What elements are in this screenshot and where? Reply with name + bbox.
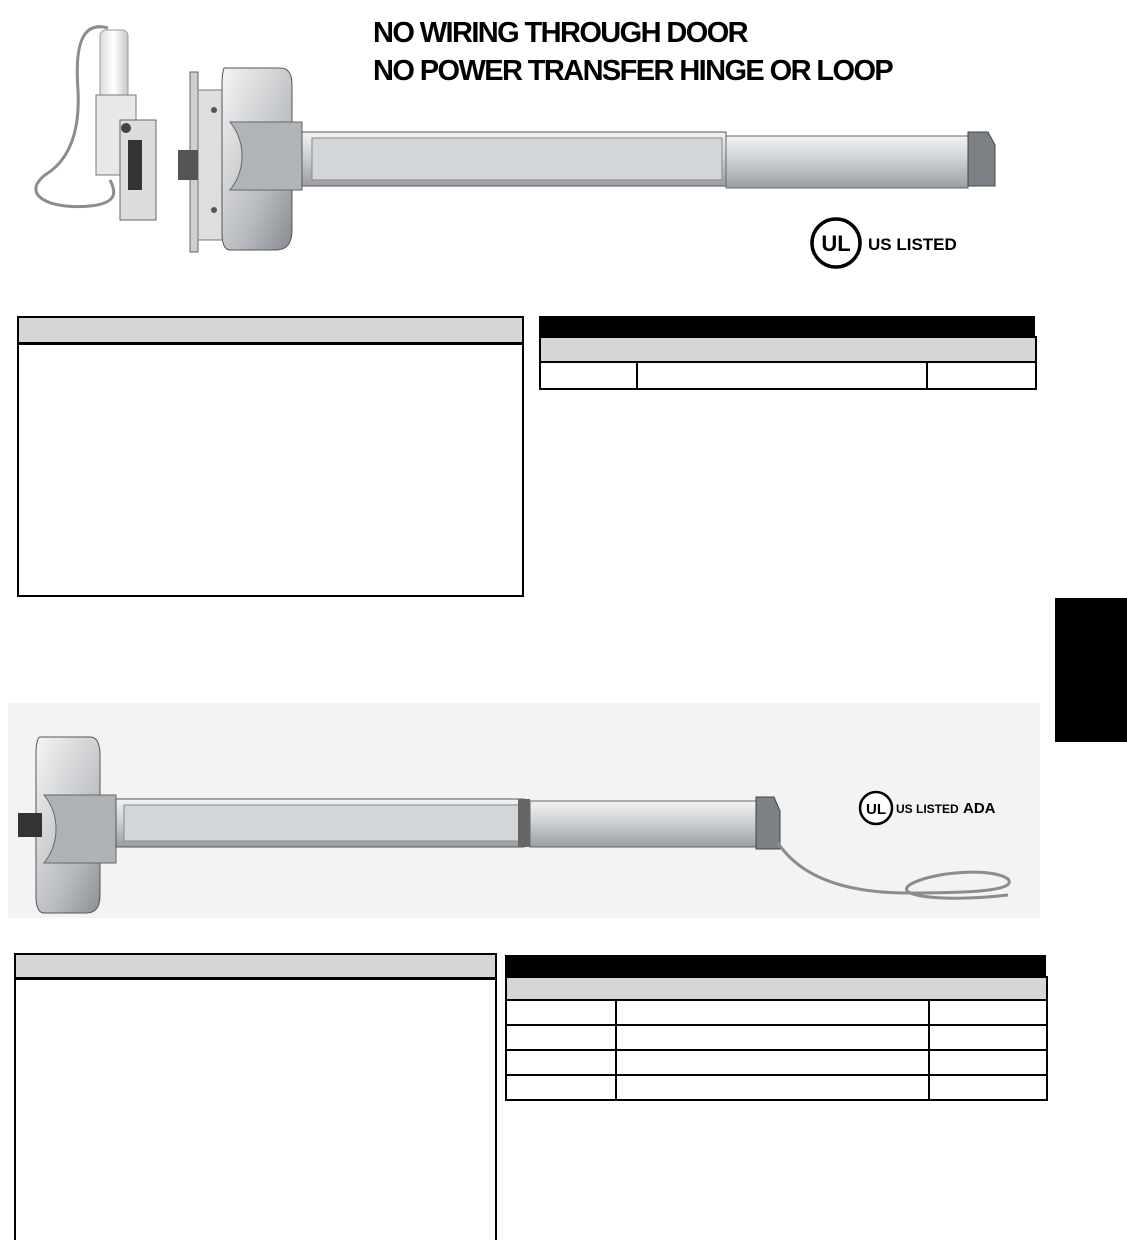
feature-panel-bottom-header xyxy=(16,955,495,980)
spec-table-bottom-header-row xyxy=(504,976,1049,1001)
headline-line-1: NO WIRING THROUGH DOOR xyxy=(373,17,749,49)
spec-table-top-title-bar xyxy=(539,316,1035,336)
table-row xyxy=(539,361,1038,390)
ul-listed-logo-top: UL US LISTED xyxy=(808,217,958,269)
table-row xyxy=(505,1074,1049,1101)
mortise-exit-device-with-wired-strike-image xyxy=(34,25,996,253)
us-listed-label-bottom: US LISTED xyxy=(896,802,959,816)
spec-table-top xyxy=(538,336,1038,390)
headline-line-2: NO POWER TRANSFER HINGE OR LOOP xyxy=(373,55,894,87)
feature-panel-top-header xyxy=(19,318,522,345)
table-row xyxy=(505,1024,1049,1051)
spec-table-bottom xyxy=(504,976,1049,1101)
us-listed-label-top: US LISTED xyxy=(868,235,957,254)
spec-table-top-header-row xyxy=(538,336,1038,363)
spec-table-bottom-title-bar xyxy=(505,955,1046,976)
ul-mark-text: UL xyxy=(866,801,886,818)
ul-icon: UL xyxy=(858,790,894,826)
ul-icon: UL xyxy=(810,217,862,269)
ada-label: ADA xyxy=(963,800,996,817)
table-row xyxy=(505,1049,1049,1076)
feature-panel-bottom xyxy=(14,953,497,1240)
feature-panel-top xyxy=(17,316,524,597)
section-tab xyxy=(1055,598,1127,742)
table-row xyxy=(505,999,1049,1026)
ul-listed-logo-bottom: UL US LISTED ADA xyxy=(857,790,1002,828)
ul-mark-text: UL xyxy=(821,231,850,256)
